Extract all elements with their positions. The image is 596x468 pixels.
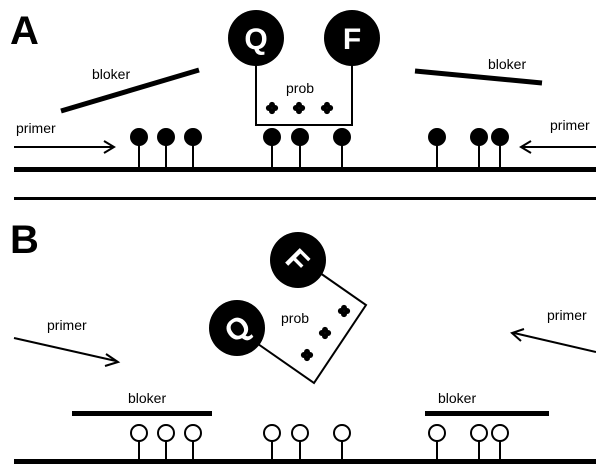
panel-b-markers (130, 424, 509, 460)
panel-a-marker (291, 128, 309, 168)
panel-a-marker (184, 128, 202, 168)
panel-a-bloker-left-bar (60, 67, 200, 114)
panel-b-marker (470, 424, 488, 460)
panel-a-probe-mark (265, 101, 279, 115)
panel-b-bloker-right-bar (425, 411, 549, 416)
panel-b-marker (428, 424, 446, 460)
panel-b-probe-mark (318, 326, 332, 340)
panel-a-marker (130, 128, 148, 168)
panel-b-fluorophore: F (270, 232, 326, 288)
panel-a-bloker-right-bar (414, 68, 543, 86)
panel-a-primer-right-label: primer (550, 117, 590, 133)
panel-separator (14, 197, 596, 200)
panel-a-primer-left-arrow (14, 140, 116, 154)
panel-b-dna-strand (14, 459, 596, 464)
panel-a-marker (428, 128, 446, 168)
panel-a-marker (157, 128, 175, 168)
panel-b-marker (491, 424, 509, 460)
panel-a-letter: A (10, 9, 39, 53)
panel-b-marker (263, 424, 281, 460)
panel-a-marker (491, 128, 509, 168)
panel-a-dna-strand (14, 167, 596, 172)
panel-a-marker (470, 128, 488, 168)
panel-b-marker (130, 424, 148, 460)
panel-b-probe-mark (300, 348, 314, 362)
panel-b-primer-left-label: primer (47, 317, 87, 333)
panel-a-fluorophore: F (324, 10, 380, 66)
panel-a-bloker-right-label: bloker (488, 56, 526, 72)
panel-b-probe-label: prob (281, 310, 309, 326)
panel-b-bloker-left-bar (72, 411, 212, 416)
panel-a: A primer primer bloker (10, 9, 596, 172)
panel-b-letter: B (10, 218, 39, 262)
panel-a-quencher-letter: Q (244, 23, 267, 56)
panel-b-probe-mark (337, 304, 351, 318)
panel-a-probe-body (255, 62, 353, 126)
panel-b-bloker-left-label: bloker (128, 390, 166, 406)
panel-a-bloker-left-label: bloker (92, 66, 130, 82)
panel-a-probe-mark (292, 101, 306, 115)
panel-a-marker (263, 128, 281, 168)
panel-a-marker (333, 128, 351, 168)
panel-a-markers (130, 128, 509, 168)
panel-a-primer-right-arrow (519, 140, 596, 154)
panel-b-marker (333, 424, 351, 460)
panel-b-probe-body (247, 258, 368, 385)
panel-b-marker (291, 424, 309, 460)
panel-a-probe-mark (320, 101, 334, 115)
panel-b-bloker-right-label: bloker (438, 390, 476, 406)
panel-b-primer-left-arrow (13, 337, 121, 367)
panel-b-primer-right-arrow (510, 328, 596, 353)
panel-b-quencher: Q (209, 300, 265, 356)
panel-a-probe-label: prob (286, 80, 314, 96)
panel-b-marker (184, 424, 202, 460)
panel-b-primer-right-label: primer (547, 307, 587, 323)
panel-b: B bloker bloker primer (10, 218, 596, 464)
panel-a-fluorophore-letter: F (343, 23, 361, 56)
panel-a-quencher: Q (228, 10, 284, 66)
panel-a-primer-left-label: primer (16, 120, 56, 136)
panel-b-marker (157, 424, 175, 460)
